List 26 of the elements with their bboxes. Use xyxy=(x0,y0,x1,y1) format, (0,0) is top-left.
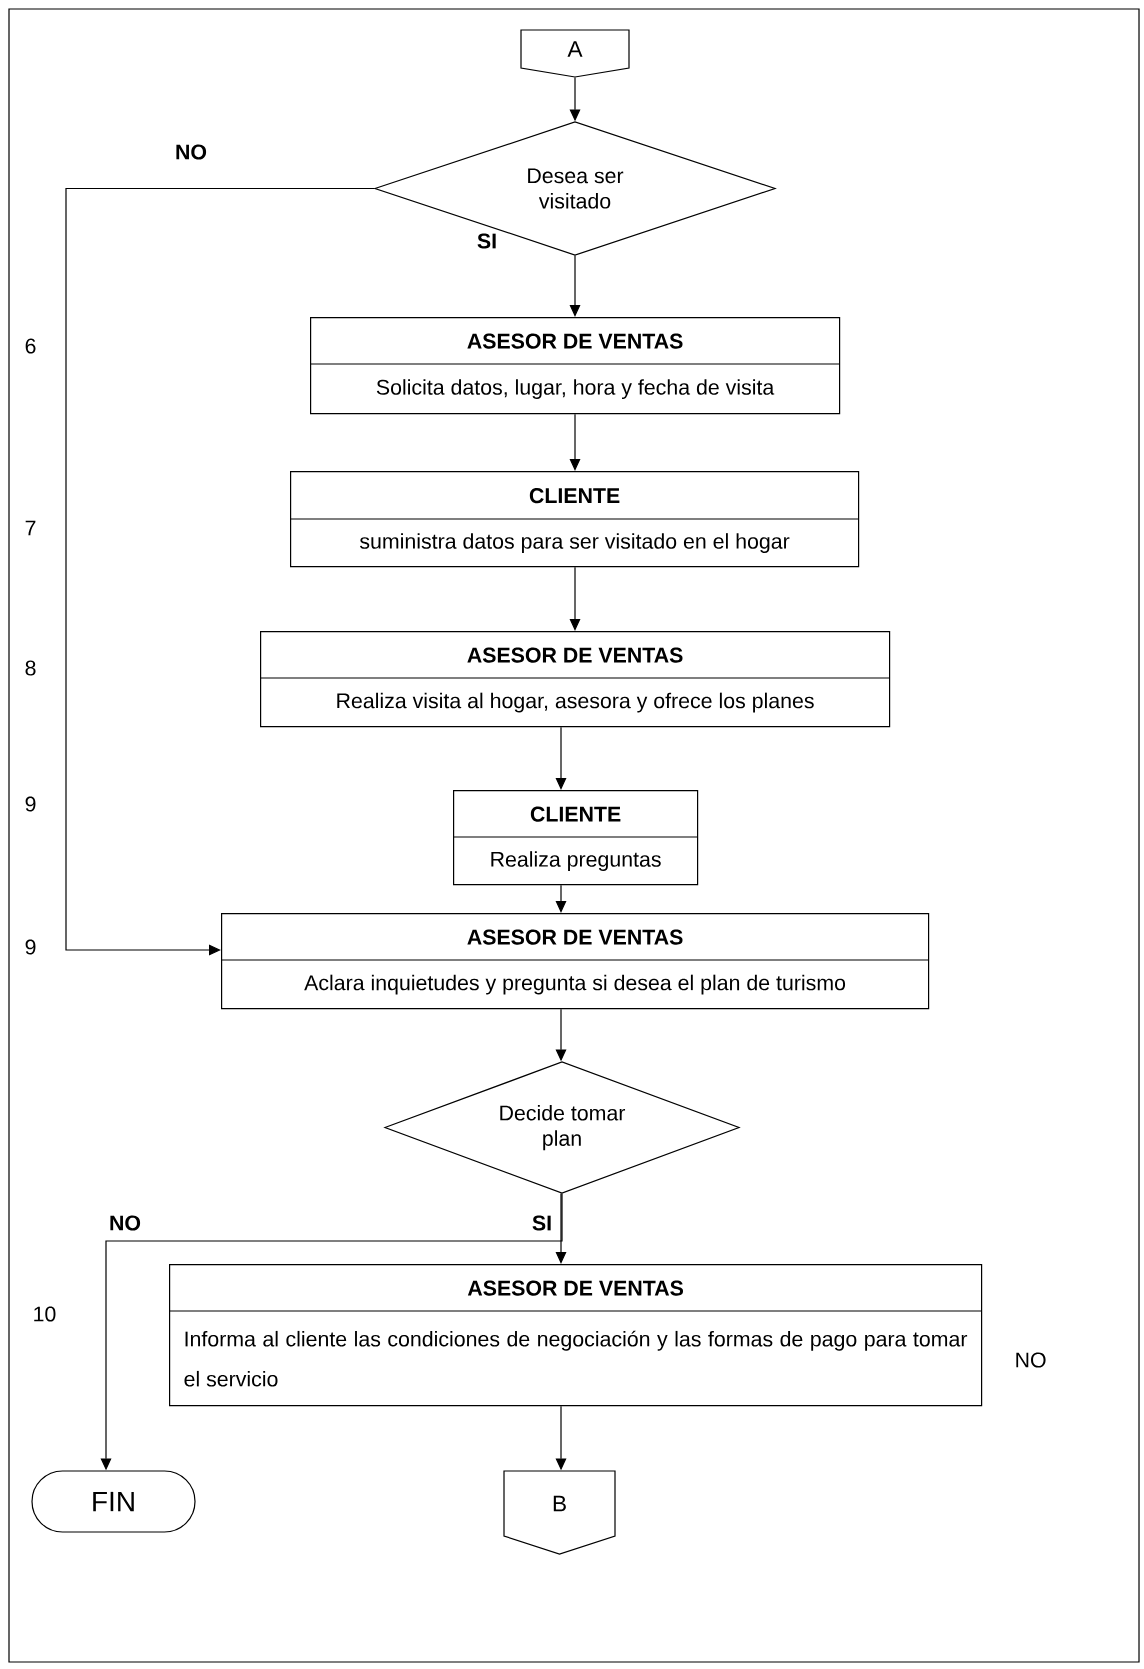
process-box: ASESOR DE VENTAS Realiza visita al hogar, asesora y ofrece los planes xyxy=(259,631,891,728)
step-number: 9 xyxy=(25,796,36,812)
arrow xyxy=(555,726,567,790)
step-number: 6 xyxy=(25,338,36,354)
arrow xyxy=(65,187,375,956)
arrow xyxy=(555,884,567,913)
step-number: 9 xyxy=(25,939,36,955)
edge-label: SI xyxy=(477,233,496,249)
edge-label: NO xyxy=(176,144,207,160)
step-number: 8 xyxy=(25,660,36,676)
edge-label: NO xyxy=(110,1215,141,1231)
process-box: CLIENTE suministra datos para ser visitado en el hogar xyxy=(289,471,860,568)
off-page-connector: A xyxy=(520,29,630,78)
off-page-connector: B xyxy=(503,1470,616,1555)
process-box: CLIENTE Realiza preguntas xyxy=(452,790,699,886)
arrow xyxy=(569,566,581,631)
arrow xyxy=(569,255,581,317)
process-box: ASESOR DE VENTAS Solicita datos, lugar, hora y fecha de visita xyxy=(309,317,841,415)
step-number: 7 xyxy=(25,520,36,536)
process-box: ASESOR DE VENTAS Informa al cliente las condiciones de negociación y las formas de pago para tomar el servicio xyxy=(168,1264,983,1407)
step-number: 10 xyxy=(34,1306,56,1322)
arrow xyxy=(555,1193,567,1264)
edge-label: SI xyxy=(532,1215,551,1231)
process-box: ASESOR DE VENTAS Aclara inquietudes y pregunta si desea el plan de turismo xyxy=(220,913,930,1010)
side-label: NO xyxy=(1016,1352,1046,1368)
arrow xyxy=(569,413,581,471)
